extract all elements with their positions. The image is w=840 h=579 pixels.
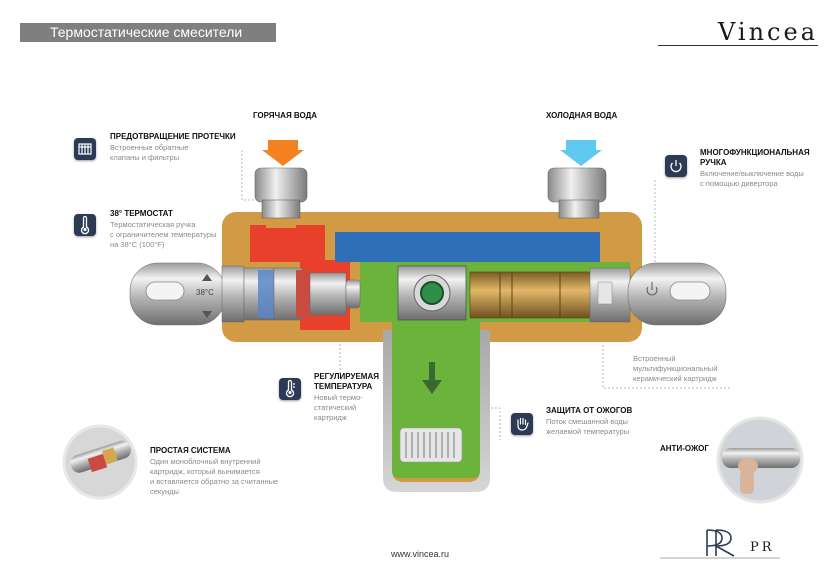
- feature-thermostat: 38° ТЕРМОСТАТ Термостатическая ручка с о…: [110, 209, 216, 250]
- header-bar: Термостатические смесители: [20, 23, 276, 42]
- feature-multifunction: МНОГОФУНКЦИОНАЛЬНАЯ РУЧКА Включение/выкл…: [700, 148, 810, 189]
- thermometer-icon: [74, 214, 96, 236]
- brand-underline: [658, 45, 818, 46]
- feature-simple-title: ПРОСТАЯ СИСТЕМА: [150, 446, 231, 455]
- feature-scald-desc: Поток смешанной воды желаемой температур…: [546, 417, 630, 436]
- feature-regulated-desc: Новый термо- статический картридж: [314, 393, 363, 422]
- page-title: Термостатические смесители: [50, 24, 243, 40]
- feature-scald-title: ЗАЩИТА ОТ ОЖОГОВ: [546, 406, 633, 415]
- feature-scald-protection: ЗАЩИТА ОТ ОЖОГОВ Поток смешанной воды же…: [546, 406, 632, 437]
- power-icon: [665, 155, 687, 177]
- feature-simple-system: ПРОСТАЯ СИСТЕМА Один моноблочный внутрен…: [150, 446, 278, 497]
- hot-water-label: ГОРЯЧАЯ ВОДА: [253, 111, 318, 120]
- footer-url: www.vincea.ru: [390, 549, 450, 559]
- cold-water-label: ХОЛОДНАЯ ВОДА: [546, 111, 618, 120]
- footer-logo-text: PR: [750, 540, 775, 555]
- brand-logo: Vincea: [718, 18, 818, 46]
- feature-multifunction-title: МНОГОФУНКЦИОНАЛЬНАЯ РУЧКА: [700, 148, 810, 167]
- anti-burn-label: АНТИ-ОЖОГ: [660, 444, 709, 453]
- feature-leak-prevention: ПРЕДОТВРАЩЕНИЕ ПРОТЕЧКИ Встроенные обрат…: [110, 132, 236, 163]
- feature-thermostat-desc: Термостатическая ручка с ограничителем т…: [110, 220, 217, 249]
- feature-leak-title: ПРЕДОТВРАЩЕНИЕ ПРОТЕЧКИ: [110, 132, 236, 141]
- thermostat-dial-icon: [279, 378, 301, 400]
- feature-multifunction-desc: Включение/выключение воды с помощью диве…: [700, 169, 804, 188]
- feature-regulated-temperature: РЕГУЛИРУЕМАЯ ТЕМПЕРАТУРА Новый термо- ст…: [314, 372, 379, 423]
- hand-icon: [511, 413, 533, 435]
- feature-regulated-title: РЕГУЛИРУЕМАЯ ТЕМПЕРАТУРА: [314, 372, 379, 391]
- filter-icon: [74, 138, 96, 160]
- feature-leak-desc: Встроенные обратные клапаны и фильтры: [110, 143, 189, 162]
- feature-simple-desc: Один моноблочный внутренний картридж, ко…: [150, 457, 279, 496]
- feature-cartridge-desc: Встроенный мультифункциональный керамиче…: [633, 354, 718, 383]
- dial-temperature: 38°C: [196, 288, 214, 297]
- feature-thermostat-title: 38° ТЕРМОСТАТ: [110, 209, 173, 218]
